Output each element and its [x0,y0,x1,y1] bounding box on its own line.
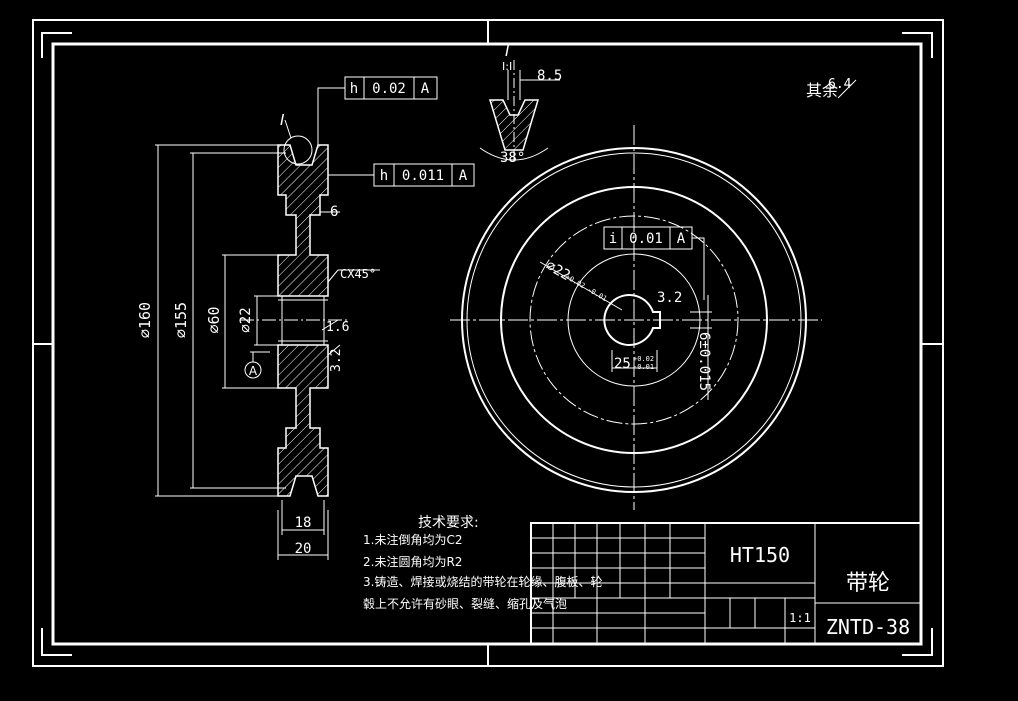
dim-detail-85: 8.5 [537,68,562,84]
outer-border [32,19,944,667]
front-view [450,125,822,510]
dim-roughness-16: 1.6 [326,320,349,335]
svg-text:0.02: 0.02 [372,81,406,97]
dim-key-25: 25 [614,356,631,372]
svg-text:h: h [350,81,358,97]
dim-chamfer: CX45° [340,267,376,281]
dim-key-6: 6±0.015 [696,332,712,391]
dim-key-32: 3.2 [657,290,682,306]
datum-a-label: A [249,364,258,378]
section-dimensions [155,144,380,560]
dim-w18: 18 [295,515,312,531]
section-upper-half [277,144,329,297]
svg-text:A: A [677,231,686,247]
detail-title-marker: I [505,42,510,60]
svg-text:0.011: 0.011 [402,168,444,184]
detail-marker-label: I [280,111,285,129]
note-2: 2.未注圆角均为R2 [363,554,462,569]
detail-scale: I:I [502,60,512,73]
dim-roughness-32: 3.2 [329,349,344,372]
title-block [530,522,922,645]
note-3: 3.铸造、焊接或烧结的带轮在轮缘、腹板、轮 [363,574,602,589]
section-view: I [240,111,350,497]
dim-detail-38: 38° [500,150,525,166]
roughness-other-label: 其余 [806,81,838,100]
svg-text:0.01: 0.01 [629,231,663,247]
dim-d155: ⌀155 [172,302,190,338]
dim-key-25-tol-lo: -0.01 [633,363,654,371]
title-scale: 1:1 [789,611,811,625]
note-4: 毂上不允许有砂眼、裂缝、缩孔及气泡 [363,596,567,611]
roughness-other-value: 6.4 [828,77,852,92]
section-lower-half [277,344,329,497]
svg-text:A: A [459,168,468,184]
dim-d160: ⌀160 [136,302,154,338]
dim-key-d22-tol: +0.02 -0.01 [564,273,608,303]
dim-groove-6: 6 [330,204,338,220]
tolerance-frame-1: h 0.02 A [317,76,438,145]
title-part-name: 带轮 [846,571,890,596]
title-drawing-no: ZNTD-38 [826,615,910,639]
dim-d60: ⌀60 [205,306,223,333]
inner-border [51,42,923,646]
roughness-symbol [837,79,857,99]
tolerance-frame-2: h 0.011 A [328,163,475,187]
notes-title: 技术要求: [418,515,479,531]
svg-text:A: A [421,81,430,97]
datum-a-circle [244,361,262,379]
detail-view: I I:I 8.5 38° [479,42,562,166]
svg-text:i: i [609,231,617,247]
dim-w20: 20 [295,541,312,557]
title-material: HT150 [730,543,790,567]
dim-key-25-tol-hi: +0.02 [633,355,654,363]
svg-text:h: h [380,168,388,184]
dim-d22: ⌀22 [238,307,254,332]
note-1: 1.未注倒角均为C2 [363,532,462,547]
tolerance-frame-3: i 0.01 A [603,226,705,300]
frame-corner-marks [33,20,943,666]
